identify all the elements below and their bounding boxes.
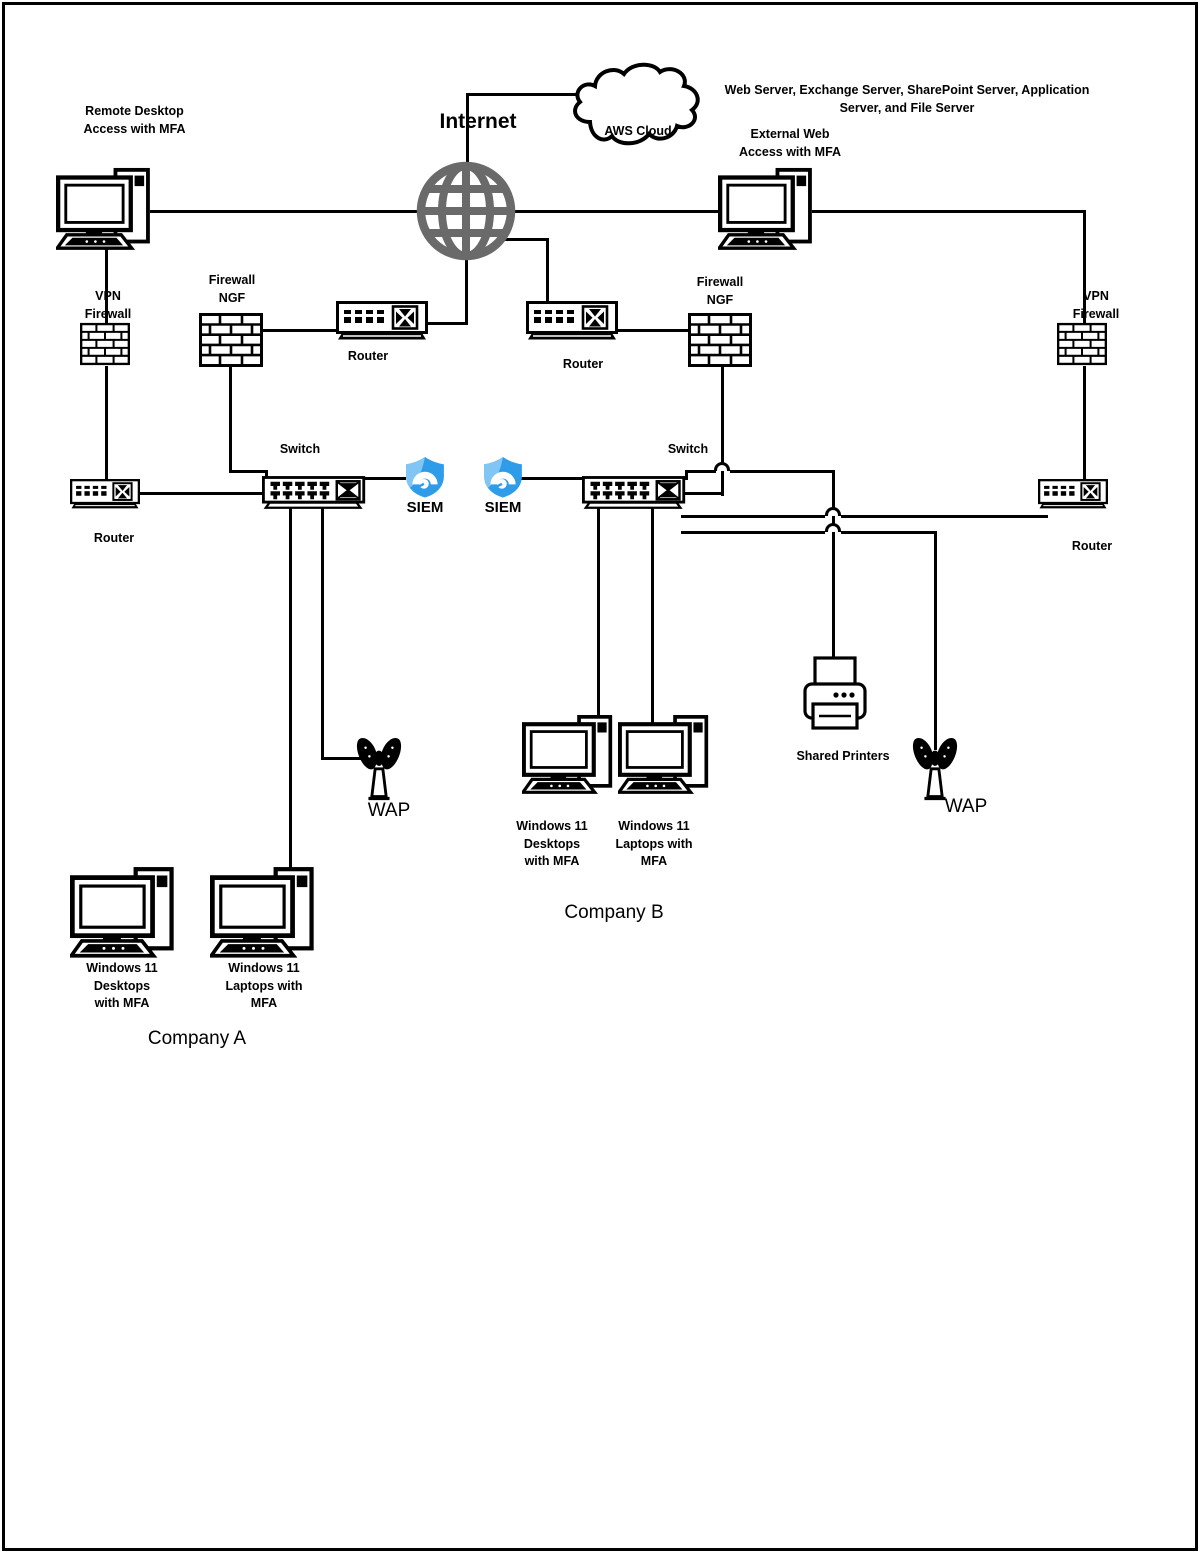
company-a-desktop-icon xyxy=(70,866,176,961)
external-web-computer-icon xyxy=(718,167,814,253)
remote-desktop-label: Remote Desktop Access with MFA xyxy=(83,104,186,136)
wap-left-label: WAP xyxy=(367,800,411,821)
wap-antenna-right-icon xyxy=(912,726,958,802)
link-globe-router1 xyxy=(465,254,468,324)
link-siem-switchright xyxy=(521,477,585,480)
shared-printers-label: Shared Printers xyxy=(796,749,890,763)
siem-shield-left-icon xyxy=(404,456,446,498)
link-switchright-printer-b xyxy=(730,470,834,473)
link-router2-ngfright xyxy=(615,329,690,332)
remote-desktop-computer-icon xyxy=(56,167,152,253)
vpn-firewall-right-icon xyxy=(1057,321,1107,367)
router-edge-right-icon xyxy=(1038,479,1108,511)
link-globe-router2 xyxy=(546,238,549,305)
company-a-laptops-label: Windows 11 Laptops with MFA xyxy=(225,961,303,1010)
switch-left-label: Switch xyxy=(279,442,321,456)
company-b-desktop-icon xyxy=(522,714,614,797)
firewall-ngf-right-label: Firewall NGF xyxy=(696,275,744,307)
link-vpnfw-router-right xyxy=(1083,366,1086,481)
firewall-ngf-left-label: Firewall NGF xyxy=(208,273,256,305)
link-wapleft-h xyxy=(323,757,368,760)
link-remotepc-globe xyxy=(150,210,422,213)
internet-globe-icon xyxy=(414,159,518,263)
firewall-ngf-left-icon xyxy=(199,313,263,367)
external-web-label: External Web Access with MFA xyxy=(738,127,842,159)
link-globe-extpc xyxy=(510,210,722,213)
link-switchleft-siem xyxy=(363,477,406,480)
company-a-laptop-icon xyxy=(210,866,316,961)
router-top-left-label: Router xyxy=(347,349,389,363)
link-globe-router2-h xyxy=(502,238,549,241)
link-printer-drop xyxy=(832,470,835,662)
router-top-left-icon xyxy=(336,301,428,343)
link-desktopB-drop xyxy=(597,508,600,720)
siem-left-label: SIEM xyxy=(406,499,444,516)
link-vpnfw-router-left xyxy=(105,366,108,481)
link-ngfleft-switch-stub xyxy=(265,470,268,479)
link-router1-globe xyxy=(426,322,468,325)
link-laptopB-drop xyxy=(651,508,654,728)
router-edge-left-icon xyxy=(70,479,140,511)
link-remotepc-vpnfw xyxy=(105,248,108,323)
wap-right-label: WAP xyxy=(944,796,988,817)
firewall-ngf-right-icon xyxy=(688,313,752,367)
link-wapleft-drop xyxy=(321,508,324,760)
aws-cloud-label: AWS Cloud xyxy=(604,124,672,138)
vpn-firewall-right-label: VPN Firewall xyxy=(1072,289,1120,321)
cloud-services-label: Web Server, Exchange Server, SharePoint … xyxy=(724,83,1090,115)
switch-right-label: Switch xyxy=(667,442,709,456)
link-ngfleft-switch xyxy=(229,366,232,472)
internet-label: Internet xyxy=(439,110,517,133)
link-switchright-wapright-b xyxy=(841,531,937,534)
link-switchright-routerright-a xyxy=(681,515,825,518)
company-b-laptops-label: Windows 11 Laptops with MFA xyxy=(615,819,693,868)
router-edge-left-label: Router xyxy=(93,531,135,545)
shared-printer-icon xyxy=(803,656,867,738)
link-extpc-vpnfw-right xyxy=(1083,211,1086,323)
link-cloud-globe xyxy=(466,93,469,167)
vpn-firewall-left-label: VPN Firewall xyxy=(84,289,132,321)
switch-right-icon xyxy=(582,476,688,514)
link-ngfright-switch xyxy=(721,365,724,496)
link-ngfright-switch-h xyxy=(680,492,724,495)
company-b-laptop-icon xyxy=(618,714,710,797)
link-switchright-wapright-a xyxy=(681,531,825,534)
link-wapright-drop xyxy=(934,532,937,750)
siem-right-label: SIEM xyxy=(484,499,522,516)
link-switchright-routerright-b xyxy=(841,515,1048,518)
router-top-right-icon xyxy=(526,301,618,343)
link-extpc-corner xyxy=(812,210,1086,213)
link-switchright-stub xyxy=(685,470,688,480)
link-corner-cloud xyxy=(466,93,586,96)
company-b-desktops-label: Windows 11 Desktops with MFA xyxy=(516,819,588,868)
switch-left-icon xyxy=(262,476,368,514)
link-ngfleft-switch-h xyxy=(229,470,268,473)
wap-antenna-left-icon xyxy=(356,726,402,802)
company-a-label: Company A xyxy=(147,1028,247,1049)
line-jump xyxy=(714,462,730,471)
company-a-desktops-label: Windows 11 Desktops with MFA xyxy=(86,961,158,1010)
line-jump xyxy=(825,523,841,532)
router-edge-right-label: Router xyxy=(1071,539,1113,553)
siem-shield-right-icon xyxy=(482,456,524,498)
link-switchright-printer-a xyxy=(686,470,716,473)
link-ngfleft-router1 xyxy=(262,329,339,332)
vpn-firewall-left-icon xyxy=(80,321,130,367)
company-b-label: Company B xyxy=(564,902,664,923)
line-jump xyxy=(825,507,841,516)
router-top-right-label: Router xyxy=(562,357,604,371)
link-laptopA-drop xyxy=(289,508,292,872)
link-routerleft-switch xyxy=(138,492,264,495)
